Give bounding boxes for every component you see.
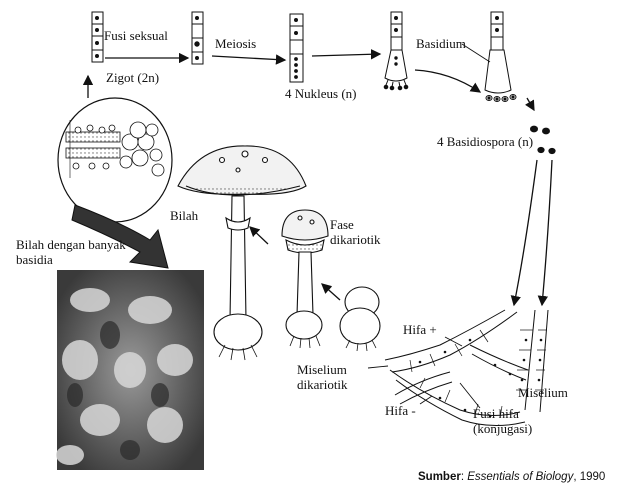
label-miselium: Miselium [518, 385, 568, 400]
hyphae-network [384, 309, 549, 427]
basidium-pointer [461, 43, 491, 63]
meiosis-cells [289, 13, 304, 83]
young-mushroom [281, 209, 329, 349]
source-year: , 1990 [573, 471, 606, 483]
label-fusi-hifa: Fusi hifa (konjugasi) [473, 406, 533, 436]
label-basidium: Basidium [416, 36, 466, 51]
label-zigot: Zigot (2n) [106, 70, 160, 85]
source-separator: : [460, 471, 468, 483]
label-nukleus: 4 Nukleus (n) [285, 86, 357, 101]
button-stage [339, 286, 381, 352]
label-basidiospora: 4 Basidiospora (n) [437, 134, 534, 149]
nucleus-basidium [383, 11, 409, 91]
zygote-cells-1 [91, 11, 104, 63]
basidia-micrograph [56, 270, 204, 470]
basidiospores [530, 125, 556, 155]
source-title: Essentials of Biology [467, 471, 574, 483]
label-meiosis: Meiosis [215, 36, 257, 51]
gill-magnification [57, 97, 173, 223]
source-prefix: Sumber [418, 471, 461, 483]
label-miselium-dikariotik: Miselium dikariotik [297, 362, 348, 392]
label-fase-dikariotik: Fase dikariotik [330, 217, 381, 247]
label-fusi-seksual: Fusi seksual [104, 28, 168, 43]
zygote-cells-2 [191, 11, 204, 65]
label-bilah-basidia: Bilah dengan banyak basidia [16, 237, 126, 267]
label-hifa-plus: Hifa + [403, 322, 437, 337]
source-caption: Sumber: Essentials of Biology, 1990 [418, 471, 605, 483]
zoom-arrow [71, 204, 169, 269]
label-hifa-minus: Hifa - [385, 403, 416, 418]
label-pointers [367, 336, 481, 409]
label-bilah: Bilah [170, 208, 199, 223]
basidium-cell [484, 11, 517, 102]
cycle-arrows [82, 49, 553, 307]
mature-mushroom [177, 145, 307, 361]
